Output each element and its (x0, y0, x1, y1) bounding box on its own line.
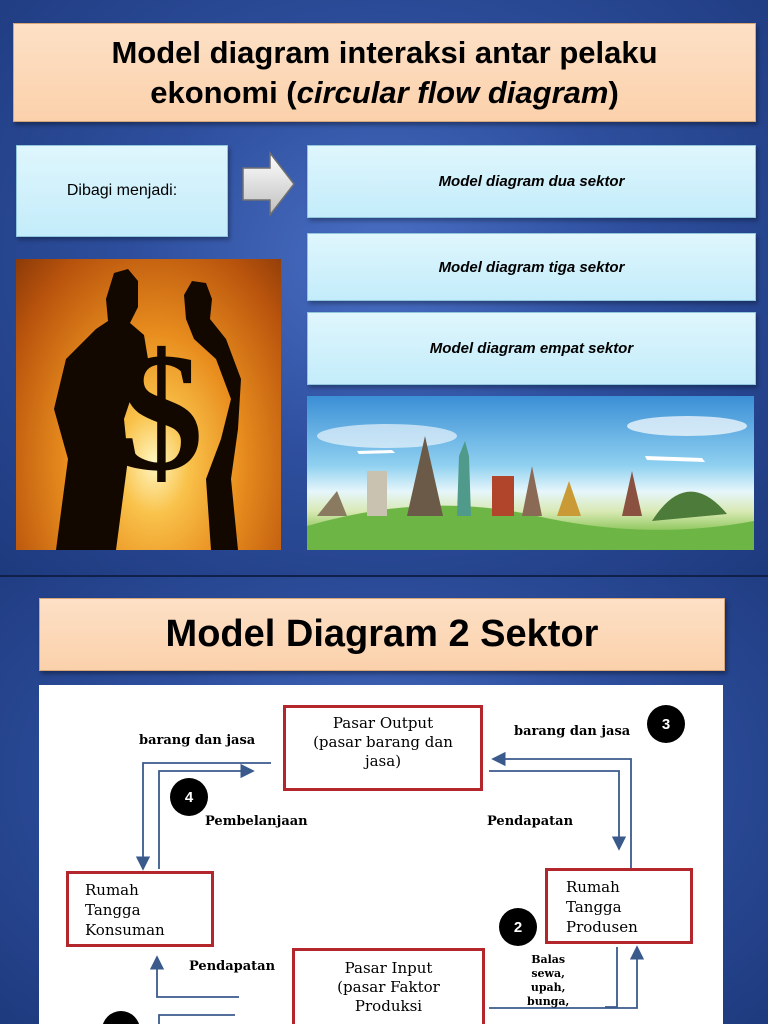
box-line: Tangga (566, 898, 622, 916)
box-line: jasa) (364, 752, 402, 770)
option-empat-sektor: Model diagram empat sektor (307, 312, 756, 385)
badge-3: 3 (647, 705, 685, 743)
balas-line: sewa, (531, 967, 565, 980)
title-line-2-italic: circular flow diagram (296, 74, 609, 110)
box-pasar-output: Pasar Output (pasar barang dan jasa) (283, 705, 483, 791)
label-barang-jasa-right: barang dan jasa (514, 724, 631, 739)
option-dua-sektor: Model diagram dua sektor (307, 145, 756, 218)
option-label: Model diagram dua sektor (438, 173, 625, 190)
box-line: Rumah (566, 878, 620, 896)
silhouette-illustration: $ (54, 269, 241, 550)
box-line: Pasar Output (332, 714, 434, 732)
box-line: Pasar Input (344, 959, 433, 977)
world-landmarks-image (307, 396, 754, 550)
circular-flow-diagram: Pasar Output (pasar barang dan jasa) Rum… (39, 685, 723, 1024)
label-pembelanjaan: Pembelanjaan (205, 814, 308, 829)
title-line-1: Model diagram interaksi antar pelaku (111, 34, 658, 70)
title-line-2-suffix: ) (608, 74, 619, 110)
box-line: Konsuman (85, 921, 165, 939)
slide-1-title: Model diagram interaksi antar pelaku eko… (13, 23, 756, 122)
slide-1: Model diagram interaksi antar pelaku eko… (0, 0, 768, 575)
flow-barang-jasa-right (491, 751, 632, 869)
slide-2-title: Model Diagram 2 Sektor (39, 598, 725, 671)
box-line: Produsen (566, 918, 638, 936)
balas-line: upah, (530, 981, 566, 994)
dibagi-box: Dibagi menjadi: (16, 145, 228, 237)
money-silhouette-image: $ (16, 259, 281, 550)
box-line: Tangga (85, 901, 141, 919)
badge-partial (102, 1011, 140, 1024)
box-rumah-tangga-produsen: Rumah Tangga Produsen (545, 868, 693, 944)
balas-line: Balas (531, 953, 566, 966)
flow-barang-jasa-left (135, 762, 271, 871)
dibagi-label: Dibagi menjadi: (66, 182, 178, 199)
flow-pembelanjaan (158, 763, 255, 869)
right-arrow-icon (242, 151, 295, 217)
svg-text:$: $ (119, 318, 204, 506)
balas-line: bunga, (527, 995, 570, 1008)
box-rumah-tangga-konsumen: Rumah Tangga Konsuman (66, 871, 214, 947)
box-line: Produksi (354, 997, 423, 1015)
badge-2: 2 (499, 908, 537, 946)
box-line: Rumah (85, 881, 139, 899)
flow-pendapatan-right (489, 770, 627, 851)
flow-pendapatan-left (149, 955, 239, 998)
label-pendapatan-left: Pendapatan (189, 959, 276, 974)
option-label: Model diagram empat sektor (429, 340, 634, 357)
flow-arrows (135, 751, 645, 1024)
label-barang-jasa-left: barang dan jasa (139, 733, 256, 748)
option-label: Model diagram tiga sektor (438, 258, 625, 276)
box-line: (pasar barang dan (313, 733, 453, 751)
landmarks-illustration (307, 416, 754, 550)
slide-2: Model Diagram 2 Sektor (0, 577, 768, 1024)
box-line: (pasar Faktor (337, 978, 440, 996)
box-pasar-input: Pasar Input (pasar Faktor Produksi (292, 948, 485, 1024)
slide-divider (0, 575, 768, 577)
option-tiga-sektor: Model diagram tiga sektor (307, 233, 756, 301)
flow-balas-jasa (489, 945, 645, 1009)
title-line-2-prefix: ekonomi ( (150, 74, 297, 110)
label-balas-jasa: Balas sewa, upah, bunga, (527, 953, 569, 1009)
label-pendapatan-right: Pendapatan (487, 814, 574, 829)
badge-4: 4 (170, 778, 208, 816)
title-line-2: ekonomi (circular flow diagram) (14, 73, 755, 113)
